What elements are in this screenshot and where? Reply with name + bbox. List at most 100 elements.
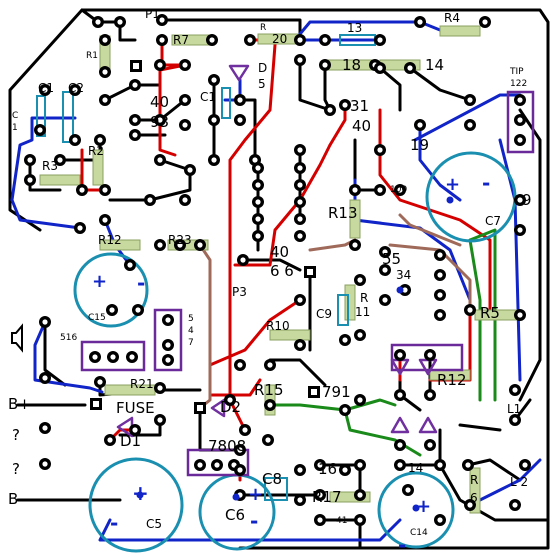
capacitor-c2 [62, 91, 74, 143]
pad-hole [255, 216, 261, 222]
label-19: 19 [410, 136, 429, 154]
pad-hole [397, 462, 403, 468]
pad-hole [77, 225, 83, 231]
label-r2: R2 [88, 144, 104, 158]
pad-hole [117, 19, 123, 25]
green-traces [268, 228, 497, 457]
pad-hole [237, 117, 243, 123]
resistor-r2 [92, 149, 104, 186]
resistor-r17 [329, 491, 371, 503]
pad-hole [377, 65, 383, 71]
pad-hole [132, 132, 138, 138]
pad-hole [357, 397, 363, 403]
pad-hole [267, 402, 273, 408]
pad-hole [297, 233, 303, 239]
pad-hole [382, 249, 388, 255]
pad-hole [317, 492, 323, 498]
resistor-r6 [469, 467, 481, 514]
pad-hole [182, 122, 188, 128]
pad-hole [157, 385, 163, 391]
pad-hole [297, 216, 303, 222]
pad-hole [437, 252, 443, 258]
transistor-tip122-outline [506, 90, 535, 154]
component-outlines [80, 90, 535, 477]
label-18: 18 [342, 56, 361, 74]
pad-hole [512, 387, 518, 393]
pad-hole [357, 462, 363, 468]
pad-hole [92, 354, 98, 360]
pad-hole [377, 37, 383, 43]
label-c-num: 1 [12, 123, 18, 133]
pad-hole [437, 272, 443, 278]
speaker-icon [11, 323, 23, 353]
pad-hole [397, 392, 403, 398]
label-d5: D [258, 61, 267, 75]
pad-hole [107, 437, 113, 443]
pad-hole [27, 177, 33, 183]
pad-hole [102, 217, 108, 223]
pad-hole [352, 242, 358, 248]
c14-minus-mark: - [398, 533, 406, 557]
pad-hole [255, 199, 261, 205]
capacitor-c14-outline [377, 471, 455, 549]
label-d1: D1 [120, 432, 141, 450]
c15-minus-mark: - [137, 271, 145, 295]
pad-hole [157, 117, 163, 123]
pad-hole [512, 417, 518, 423]
label-93: 93 [150, 113, 169, 131]
small-capacitors [36, 34, 376, 501]
label-r15: R15 [254, 381, 284, 399]
pad-hole [102, 37, 108, 43]
c5-plus-mark: + [132, 481, 149, 505]
pad-hole [252, 157, 258, 163]
pad-hole [382, 297, 388, 303]
pad-hole [159, 17, 165, 23]
label-c9: C9 [316, 307, 332, 321]
pad-hole [517, 227, 523, 233]
pad-hole [342, 337, 348, 343]
label-c6: C6 [225, 506, 245, 524]
pad-hole [177, 242, 183, 248]
pad-hole [467, 502, 473, 508]
label-40-c: 40 [270, 243, 289, 261]
diode-d2 [210, 398, 226, 418]
pad-hole [342, 467, 348, 473]
pad-hole [211, 157, 217, 163]
pad-hole [102, 97, 108, 103]
label-r5: R5 [480, 304, 500, 322]
polarity-marks: + - + - + - + - + - [92, 171, 490, 557]
pad-hole [265, 437, 271, 443]
pad-hole [247, 37, 253, 43]
pad-hole [237, 362, 243, 368]
pad-hole [255, 233, 261, 239]
pad-hole [110, 354, 116, 360]
label-c14: C14 [410, 528, 428, 538]
pad-hole [182, 97, 188, 103]
pad-hole [397, 352, 403, 358]
pad-hole [377, 147, 383, 153]
resistor-r13 [349, 199, 361, 239]
via-dot [232, 493, 240, 501]
diode-c [390, 416, 410, 434]
label-7808: 7808 [208, 437, 246, 455]
pad-hole [437, 517, 443, 523]
label-r1: R1 [86, 51, 98, 61]
pad-hole [317, 517, 323, 523]
label-r6-b: 6 [470, 491, 478, 505]
pad-hole [517, 117, 523, 123]
pad-hole [165, 357, 171, 363]
pad-hole [317, 462, 323, 468]
pad-hole [427, 442, 433, 448]
pad-hole [517, 137, 523, 143]
pad-hole [322, 37, 328, 43]
pad-hole [242, 427, 248, 433]
pad-hole [165, 317, 171, 323]
pad-hole [240, 257, 246, 263]
via-dot [446, 196, 454, 204]
pad-hole [147, 197, 153, 203]
c6-plus-mark: + [248, 484, 263, 505]
pad-hole [342, 407, 348, 413]
label-r12b: R12 [437, 371, 467, 389]
labels: P1 R7 R 20 R4 R1 D 5 13 18 14 TIP 122 C1… [8, 7, 532, 538]
c14-plus-mark: + [416, 496, 431, 517]
